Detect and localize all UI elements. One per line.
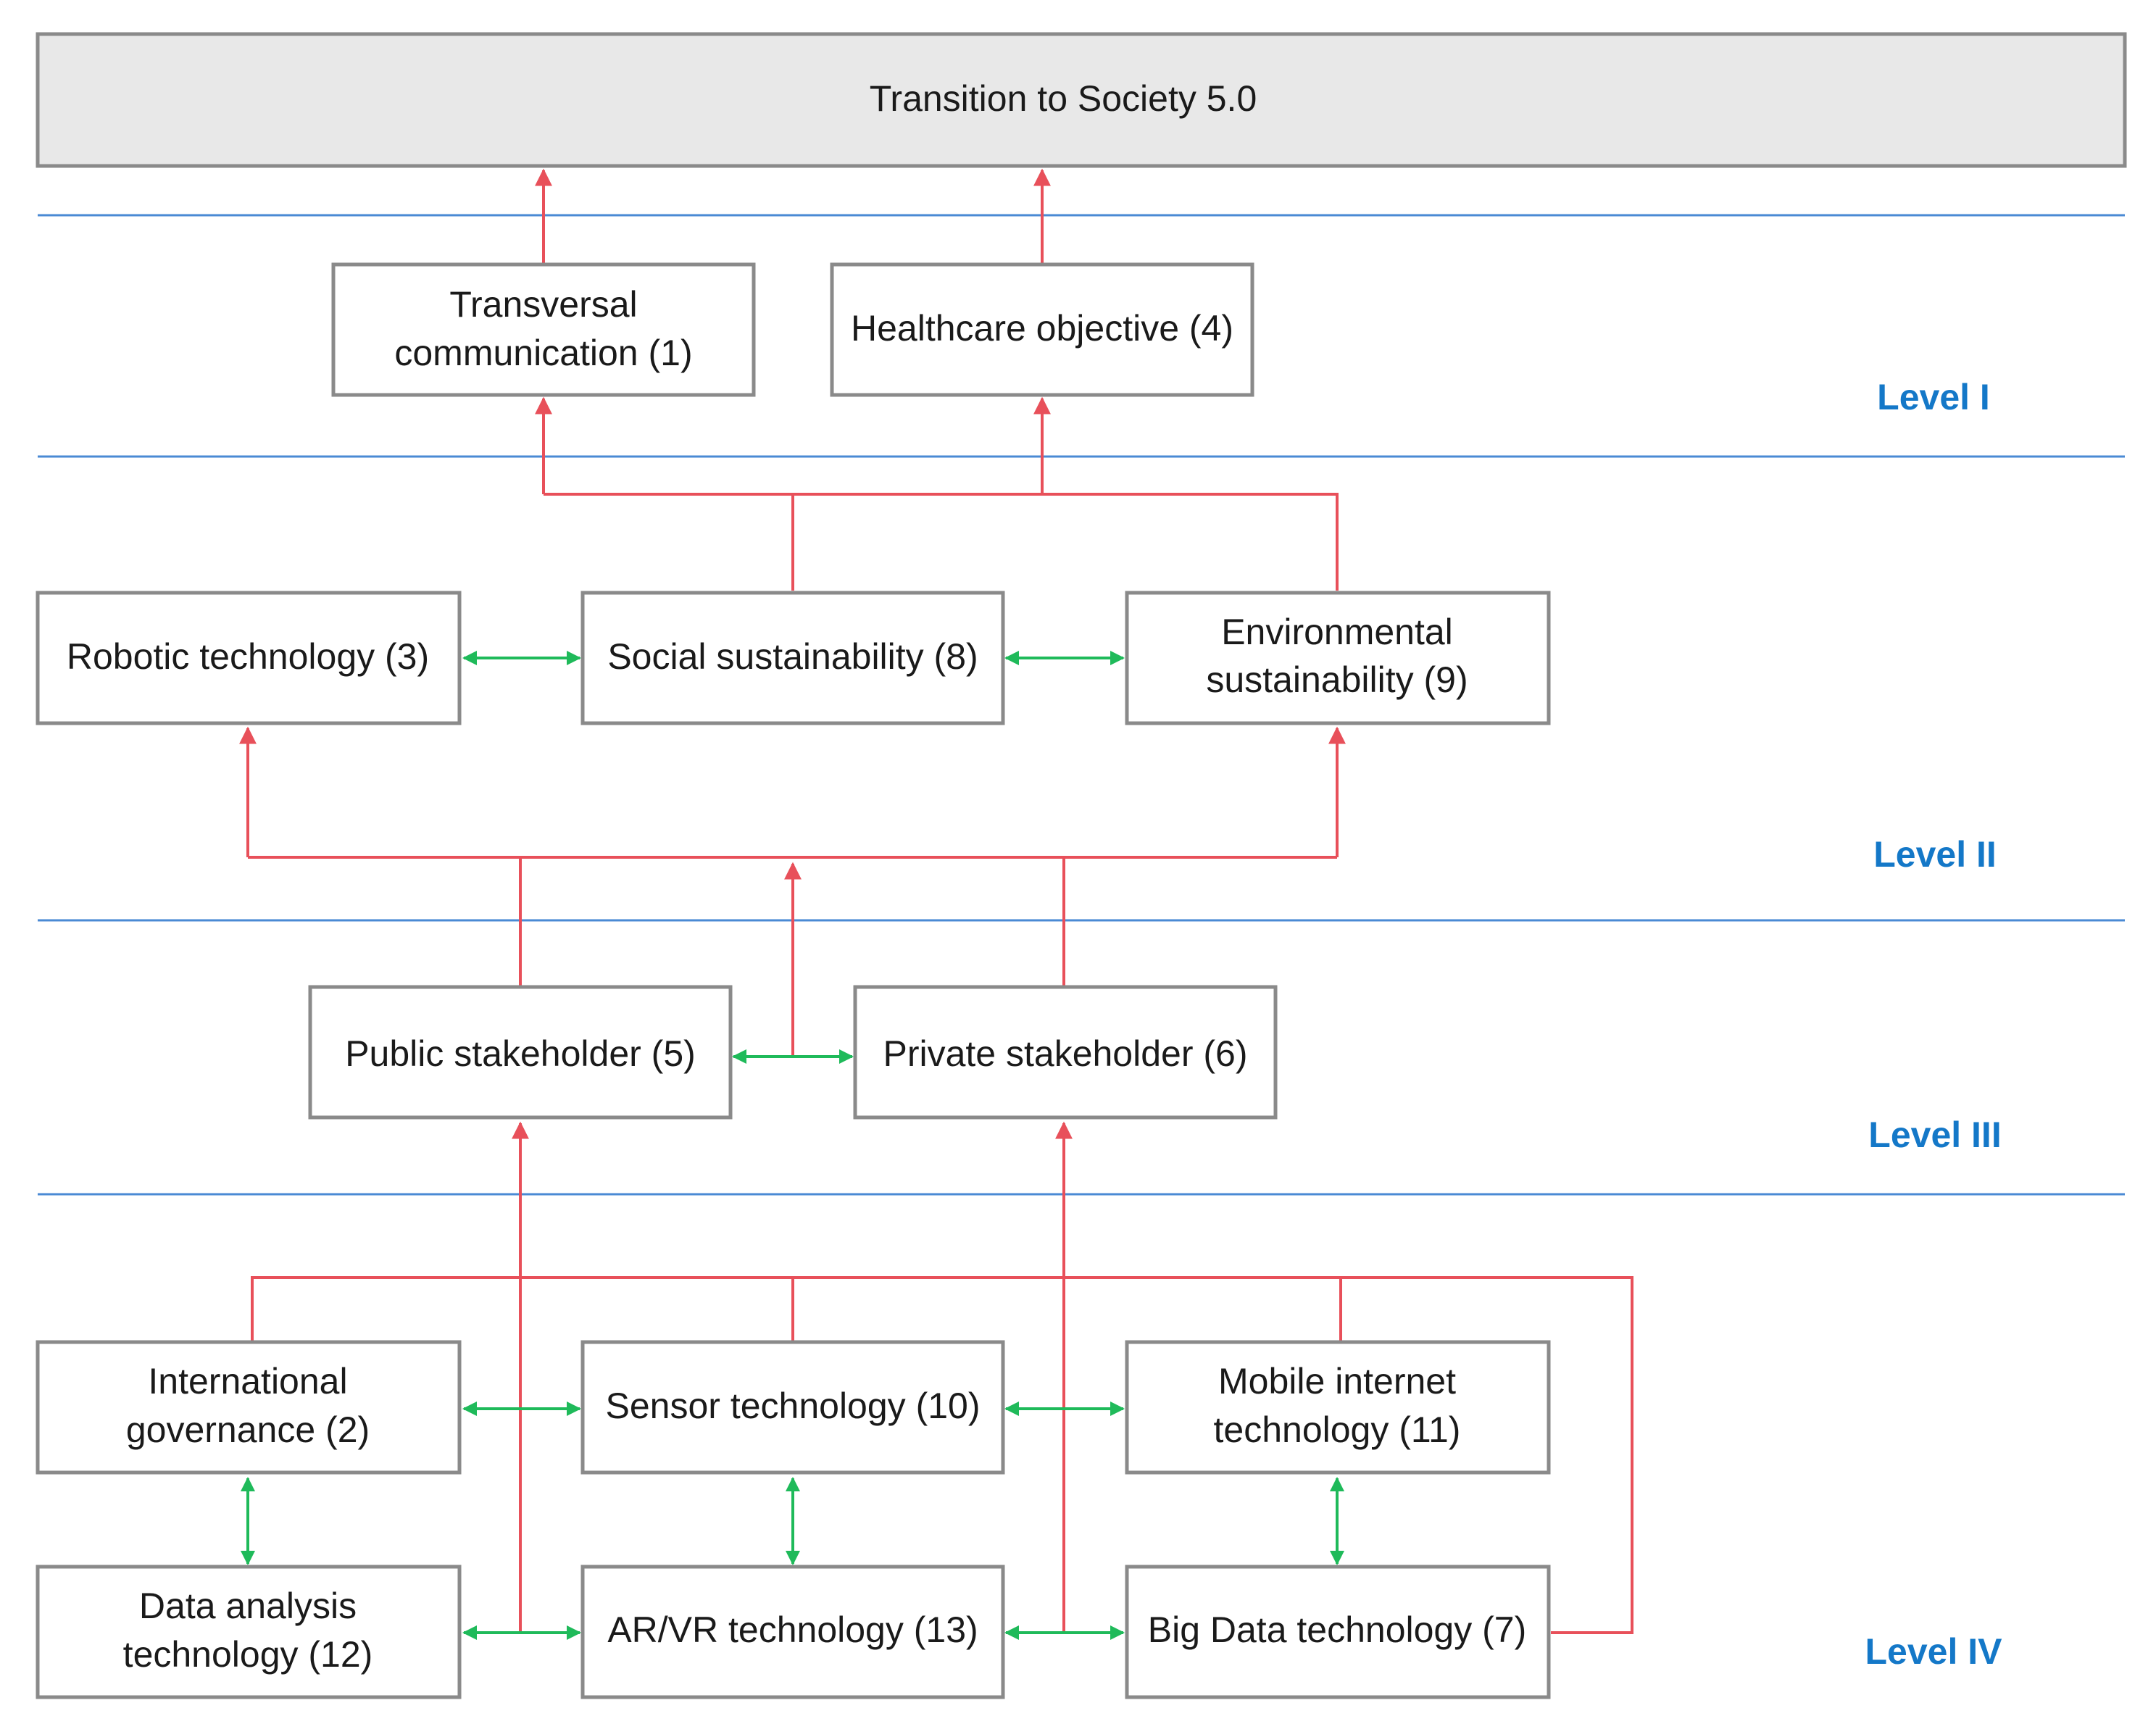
node-label-line: communication (1) [394,333,692,373]
level-label-3: Level III [1868,1115,2001,1155]
node-label-line: Environmental [1221,612,1453,652]
node-label-line: Public stakeholder (5) [345,1033,696,1074]
goal-box: Transition to Society 5.0 [36,32,2127,168]
node-label-line: Private stakeholder (6) [883,1033,1247,1074]
level-label-4: Level IV [1865,1631,2003,1672]
node-international-governance: International governance (2) [36,1340,462,1475]
influence-bus [544,493,1339,591]
node-label-line: International [148,1361,347,1401]
level-dividers [38,214,2125,1196]
node-sensor-technology: Sensor technology (10) [580,1340,1005,1475]
influence-bus [251,1276,1633,1634]
goal-box-frame [36,32,2127,168]
node-label-line: Healthcare objective (4) [851,308,1233,349]
node-public-stakeholder: Public stakeholder (5) [308,985,733,1120]
node-label-line: technology (11) [1214,1409,1461,1450]
node-label-line: technology (12) [123,1634,373,1675]
node-label-line: Sensor technology (10) [606,1386,981,1426]
node-label-line: Big Data technology (7) [1148,1609,1527,1650]
node-label-line: AR/VR technology (13) [607,1609,978,1650]
node-label-line: Robotic technology (3) [67,636,429,677]
node-label-line: governance (2) [126,1409,370,1450]
influence-links [239,168,1633,1634]
node-label-line: Data analysis [139,1586,357,1626]
node-robotic-technology: Robotic technology (3) [36,591,462,725]
node-social-sustainability: Social sustainability (8) [580,591,1005,725]
level-labels: Level I Level II Level III Level IV [1865,377,2003,1672]
goal-label: Transition to Society 5.0 [870,78,1257,119]
node-label-line: Transversal [449,284,637,325]
node-environmental-sustainability: Environmental sustainability (9) [1125,591,1551,725]
node-big-data-technology: Big Data technology (7) [1125,1565,1551,1699]
node-mobile-internet-technology: Mobile internet technology (11) [1125,1340,1551,1475]
node-data-analysis-technology: Data analysis technology (12) [36,1565,462,1699]
node-label-line: sustainability (9) [1206,659,1468,700]
node-label-line: Social sustainability (8) [607,636,978,677]
node-private-stakeholder: Private stakeholder (6) [853,985,1278,1120]
node-label-line: Mobile internet [1218,1361,1456,1401]
level-label-1: Level I [1877,377,1990,417]
mutual-links [241,651,1344,1640]
node-arvr-technology: AR/VR technology (13) [580,1565,1005,1699]
node-healthcare-objective: Healthcare objective (4) [830,262,1254,397]
node-transversal-communication: Transversal communication (1) [331,262,756,397]
level-label-2: Level II [1873,834,1997,875]
